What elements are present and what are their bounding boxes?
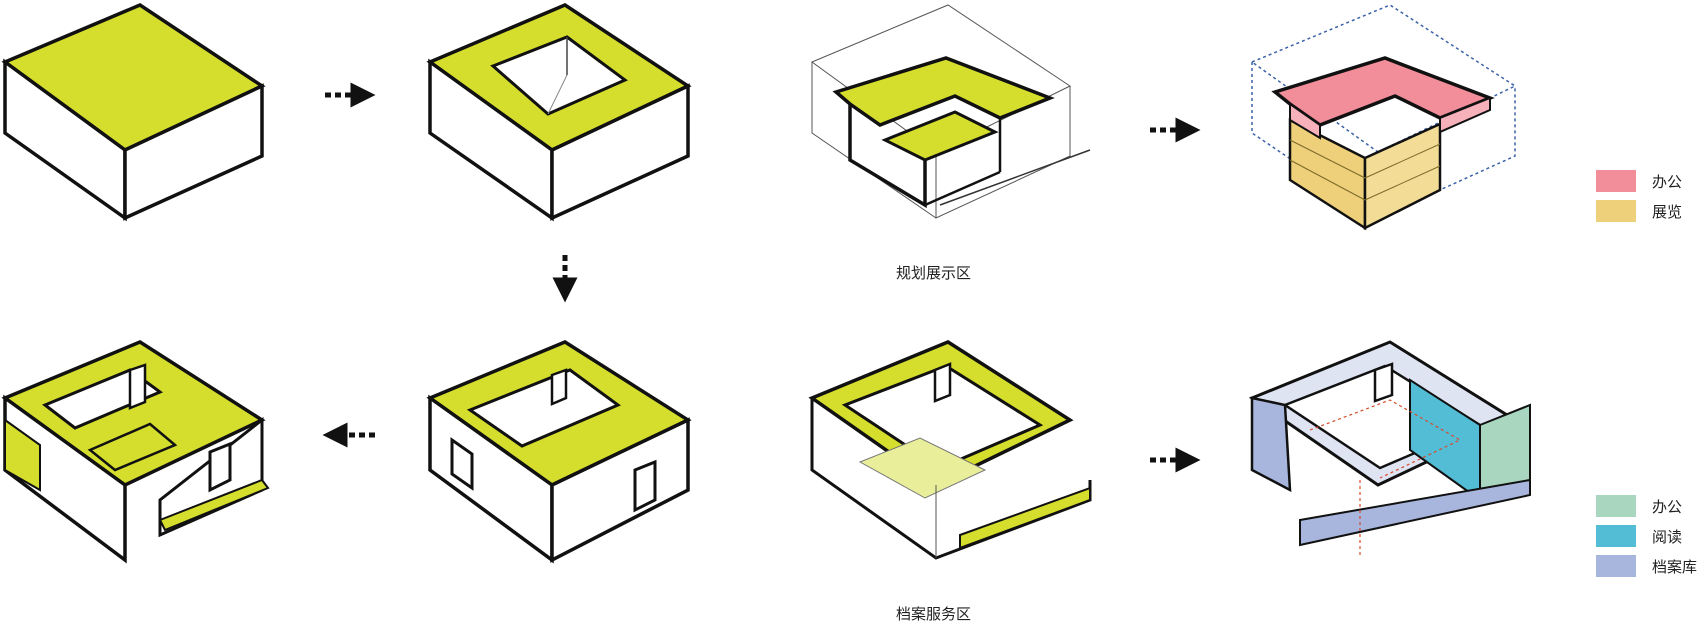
planning-exhibition-model [810,4,1091,219]
legend-item: 档案库 [1596,555,1697,577]
legend-swatch [1596,555,1636,577]
legend-swatch [1596,200,1636,222]
legend-swatch [1596,495,1636,517]
legend-item: 阅读 [1596,525,1682,547]
legend-label: 阅读 [1652,527,1683,546]
caption-archive-service: 档案服务区 [896,605,972,623]
legend-item: 办公 [1596,495,1682,517]
caption-planning-exhibition: 规划展示区 [896,264,972,282]
massing-step-split [1,340,270,564]
massing-step-courtyard [426,3,692,222]
legend-label: 档案库 [1652,557,1698,576]
massing-step-solid-block [1,3,266,222]
legend-swatch [1596,525,1636,547]
legend-swatch [1596,170,1636,192]
massing-step-notched [426,340,692,564]
legend-label: 办公 [1652,497,1683,516]
legend-item: 展览 [1596,200,1682,222]
archive-service-model [808,340,1092,560]
archive-service-program [1248,340,1531,555]
legend-item: 办公 [1596,170,1682,192]
planning-exhibition-program [1250,4,1517,231]
legend-label: 办公 [1652,172,1683,191]
legend-label: 展览 [1652,202,1683,221]
